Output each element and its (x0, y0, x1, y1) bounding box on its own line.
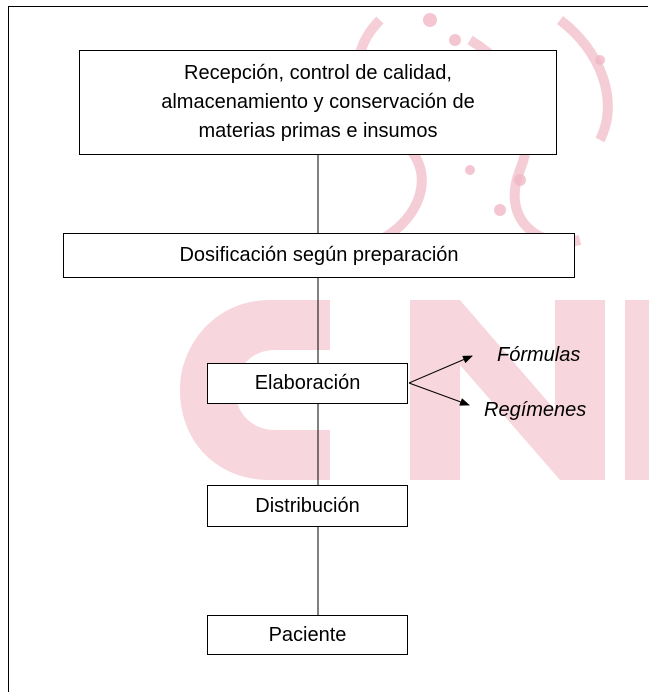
step-distribution-box: Distribución (207, 485, 408, 527)
step-reception-line-1: Recepción, control de calidad, (184, 62, 452, 84)
output-formulas-label: Fórmulas (497, 344, 581, 366)
watermark-letter-partial (625, 300, 649, 480)
watermark-letter-c (180, 300, 330, 480)
step-patient-label: Paciente (268, 623, 347, 646)
step-elaboration-label: Elaboración (254, 372, 361, 394)
watermark-letter-n (410, 300, 605, 480)
arrow-to-formulas (408, 355, 473, 384)
step-distribution-label: Distribución (255, 494, 360, 517)
step-reception-box: Recepción, control de calidad, almacenam… (79, 50, 557, 155)
watermark-swirl-3 (556, 16, 613, 143)
step-elaboration-box: Elaboración (207, 363, 408, 404)
step-reception-text: Recepción, control de calidad, almacenam… (161, 59, 475, 146)
step-reception-line-3: materias primas e insumos (198, 120, 438, 142)
output-regimenes-label: Regímenes (484, 399, 587, 421)
step-dosification-box: Dosificación según preparación (63, 233, 575, 278)
step-reception-line-2: almacenamiento y conservación de (161, 91, 475, 113)
step-dosification-label: Dosificación según preparación (179, 244, 459, 266)
step-patient-box: Paciente (207, 615, 408, 655)
arrow-to-regimenes (408, 382, 470, 406)
figure-frame (8, 6, 648, 692)
